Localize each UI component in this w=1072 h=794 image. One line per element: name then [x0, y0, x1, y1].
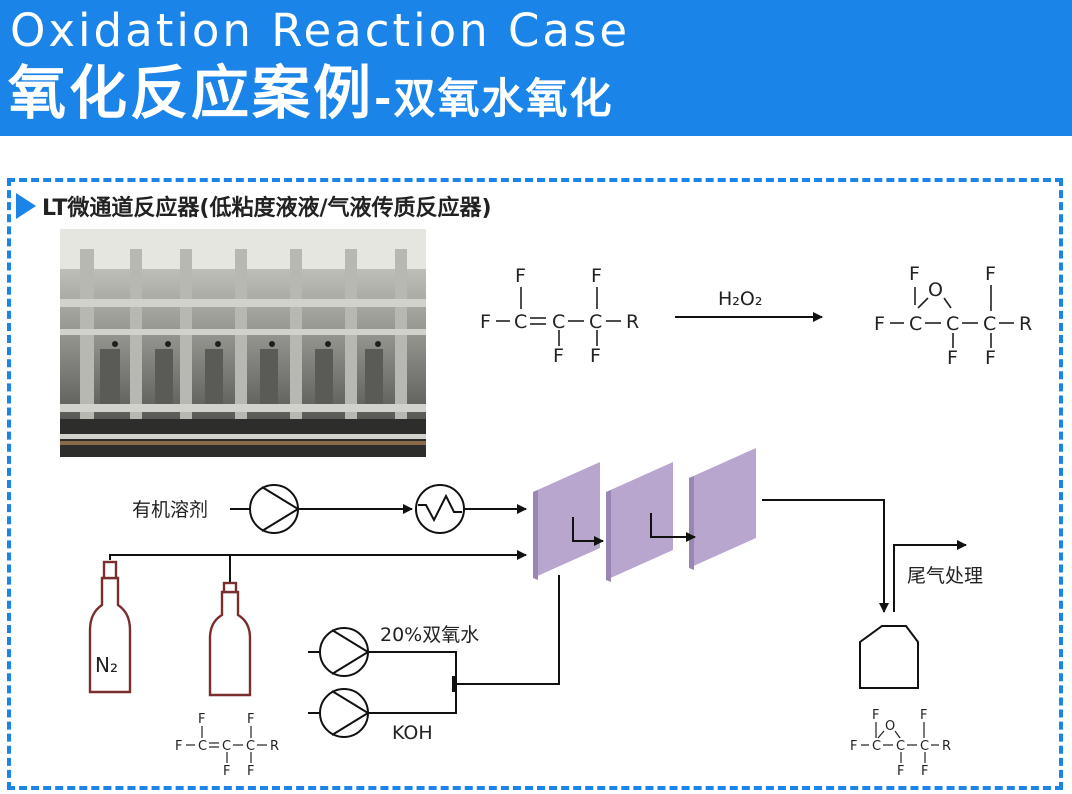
- svg-text:F: F: [850, 739, 857, 754]
- koh-label: KOH: [392, 722, 433, 744]
- product-bonds: [890, 285, 1014, 348]
- section-header: LT微通道反应器(低粘度液液/气液传质反应器): [16, 190, 492, 222]
- feed-structure: F F F C C C R F F: [175, 712, 279, 779]
- collection-vessel-icon: [859, 625, 919, 689]
- svg-text:C: C: [872, 739, 881, 754]
- play-triangle-icon: [16, 193, 36, 219]
- header-banner: Oxidation Reaction Case 氧化反应案例-双氧水氧化: [0, 0, 1072, 136]
- svg-text:F: F: [909, 263, 920, 285]
- svg-text:F: F: [247, 712, 254, 727]
- svg-text:C: C: [198, 739, 207, 754]
- svg-text:C: C: [552, 311, 565, 333]
- svg-text:F: F: [897, 764, 904, 779]
- svg-text:R: R: [626, 311, 639, 333]
- h2o2-pump-icon: [319, 627, 370, 677]
- solvent-label: 有机溶剂: [132, 499, 208, 521]
- svg-text:C: C: [589, 311, 602, 333]
- svg-text:F: F: [874, 313, 885, 335]
- h2o2-feed-label: 20%双氧水: [380, 624, 479, 646]
- svg-text:F: F: [553, 345, 564, 367]
- content-frame: [7, 178, 1063, 790]
- svg-text:C: C: [246, 739, 255, 754]
- exhaust-label: 尾气处理: [907, 565, 983, 587]
- title-chinese-sub: -双氧水氧化: [374, 74, 614, 123]
- reagent-label: H₂O₂: [718, 288, 762, 310]
- svg-text:F: F: [985, 263, 996, 285]
- svg-text:F: F: [223, 764, 230, 779]
- svg-text:C: C: [896, 739, 905, 754]
- svg-text:R: R: [1019, 313, 1032, 335]
- svg-text:C: C: [983, 313, 996, 335]
- svg-text:C: C: [909, 313, 922, 335]
- reactant-bonds: [496, 287, 621, 346]
- reactant-structure: F F F C C C R F F: [480, 265, 639, 367]
- product-small-structure: F O F F C C C R F F: [850, 708, 951, 779]
- svg-text:F: F: [872, 708, 879, 723]
- n2-cylinder-icon: [88, 560, 132, 694]
- svg-text:C: C: [946, 313, 959, 335]
- koh-pump-icon: [319, 688, 370, 738]
- title-english: Oxidation Reaction Case: [10, 4, 631, 57]
- svg-text:C: C: [920, 739, 929, 754]
- reactor-photo: [60, 229, 426, 457]
- microreactor-plates: [533, 448, 756, 582]
- svg-text:F: F: [591, 265, 602, 287]
- tee-mixer: [452, 676, 457, 692]
- svg-text:F: F: [175, 739, 182, 754]
- svg-text:F: F: [247, 764, 254, 779]
- solvent-pump-icon: [249, 484, 300, 534]
- product-structure: F O F F C C C R F F: [874, 263, 1032, 369]
- svg-text:F: F: [198, 712, 205, 727]
- title-chinese-main: 氧化反应案例: [8, 59, 375, 127]
- svg-text:F: F: [515, 265, 526, 287]
- svg-text:F: F: [590, 345, 601, 367]
- section-title: LT微通道反应器(低粘度液液/气液传质反应器): [42, 196, 492, 221]
- reactant-cylinder-icon: [208, 581, 252, 697]
- svg-text:C: C: [222, 739, 231, 754]
- svg-text:F: F: [921, 764, 928, 779]
- svg-text:R: R: [942, 739, 951, 754]
- svg-text:C: C: [514, 311, 527, 333]
- title-chinese: 氧化反应案例-双氧水氧化: [8, 64, 613, 122]
- n2-label: N₂: [95, 653, 118, 677]
- svg-text:F: F: [947, 347, 958, 369]
- svg-text:F: F: [480, 311, 491, 333]
- svg-text:O: O: [928, 279, 943, 301]
- svg-text:F: F: [985, 347, 996, 369]
- heat-exchanger-icon: [415, 484, 465, 534]
- svg-text:F: F: [920, 708, 927, 723]
- svg-text:R: R: [270, 739, 279, 754]
- svg-text:O: O: [885, 719, 895, 734]
